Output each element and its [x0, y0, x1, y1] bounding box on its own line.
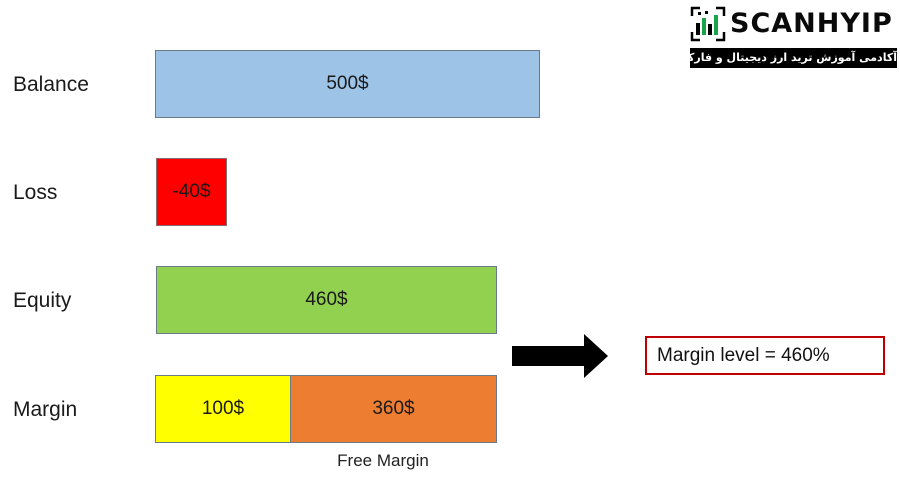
margin-used-bar: 100$ — [155, 375, 291, 443]
free-margin-value: 360$ — [372, 398, 415, 419]
logo-header: SCANHYIP — [690, 4, 897, 44]
right-arrow-icon — [512, 334, 608, 378]
logo-tagline: آکادمی آموزش ترید ارز دیجیتال و فارکس — [690, 48, 897, 68]
free-margin-bar: 360$ — [290, 375, 497, 443]
loss-value: -40$ — [172, 181, 211, 202]
loss-label: Loss — [13, 181, 58, 204]
balance-bar: 500$ — [155, 50, 540, 118]
equity-value: 460$ — [305, 289, 348, 310]
loss-bar: -40$ — [156, 158, 227, 226]
free-margin-caption: Free Margin — [337, 451, 429, 470]
equity-label: Equity — [13, 289, 72, 312]
margin-label: Margin — [13, 398, 78, 421]
margin-level-text: Margin level = 460% — [657, 344, 830, 366]
balance-value: 500$ — [326, 73, 369, 94]
margin-level-box: Margin level = 460% — [645, 336, 885, 375]
equity-bar: 460$ — [156, 266, 497, 334]
chart-qr-icon — [690, 6, 726, 42]
margin-used-value: 100$ — [201, 398, 245, 419]
scanhyip-logo: SCANHYIP آکادمی آموزش ترید ارز دیجیتال و… — [690, 4, 897, 68]
balance-label: Balance — [13, 73, 89, 96]
logo-wordmark: SCANHYIP — [730, 8, 893, 39]
